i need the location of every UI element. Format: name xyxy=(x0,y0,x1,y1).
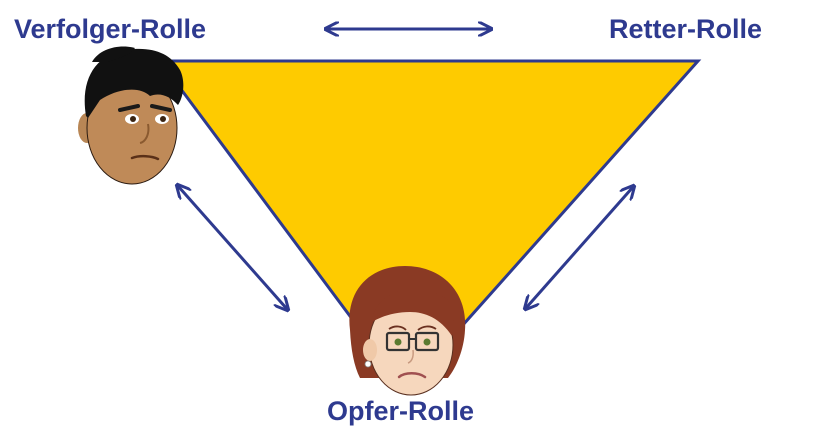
arrow-persecutor-victim xyxy=(178,186,287,309)
man-face-icon xyxy=(78,46,184,185)
arrow-rescuer-victim xyxy=(526,187,633,308)
woman-face-icon xyxy=(349,266,466,396)
role-label-victim: Opfer-Rolle xyxy=(327,396,475,426)
role-label-persecutor: Verfolger-Rolle xyxy=(14,14,207,44)
role-label-rescuer: Retter-Rolle xyxy=(609,14,763,44)
